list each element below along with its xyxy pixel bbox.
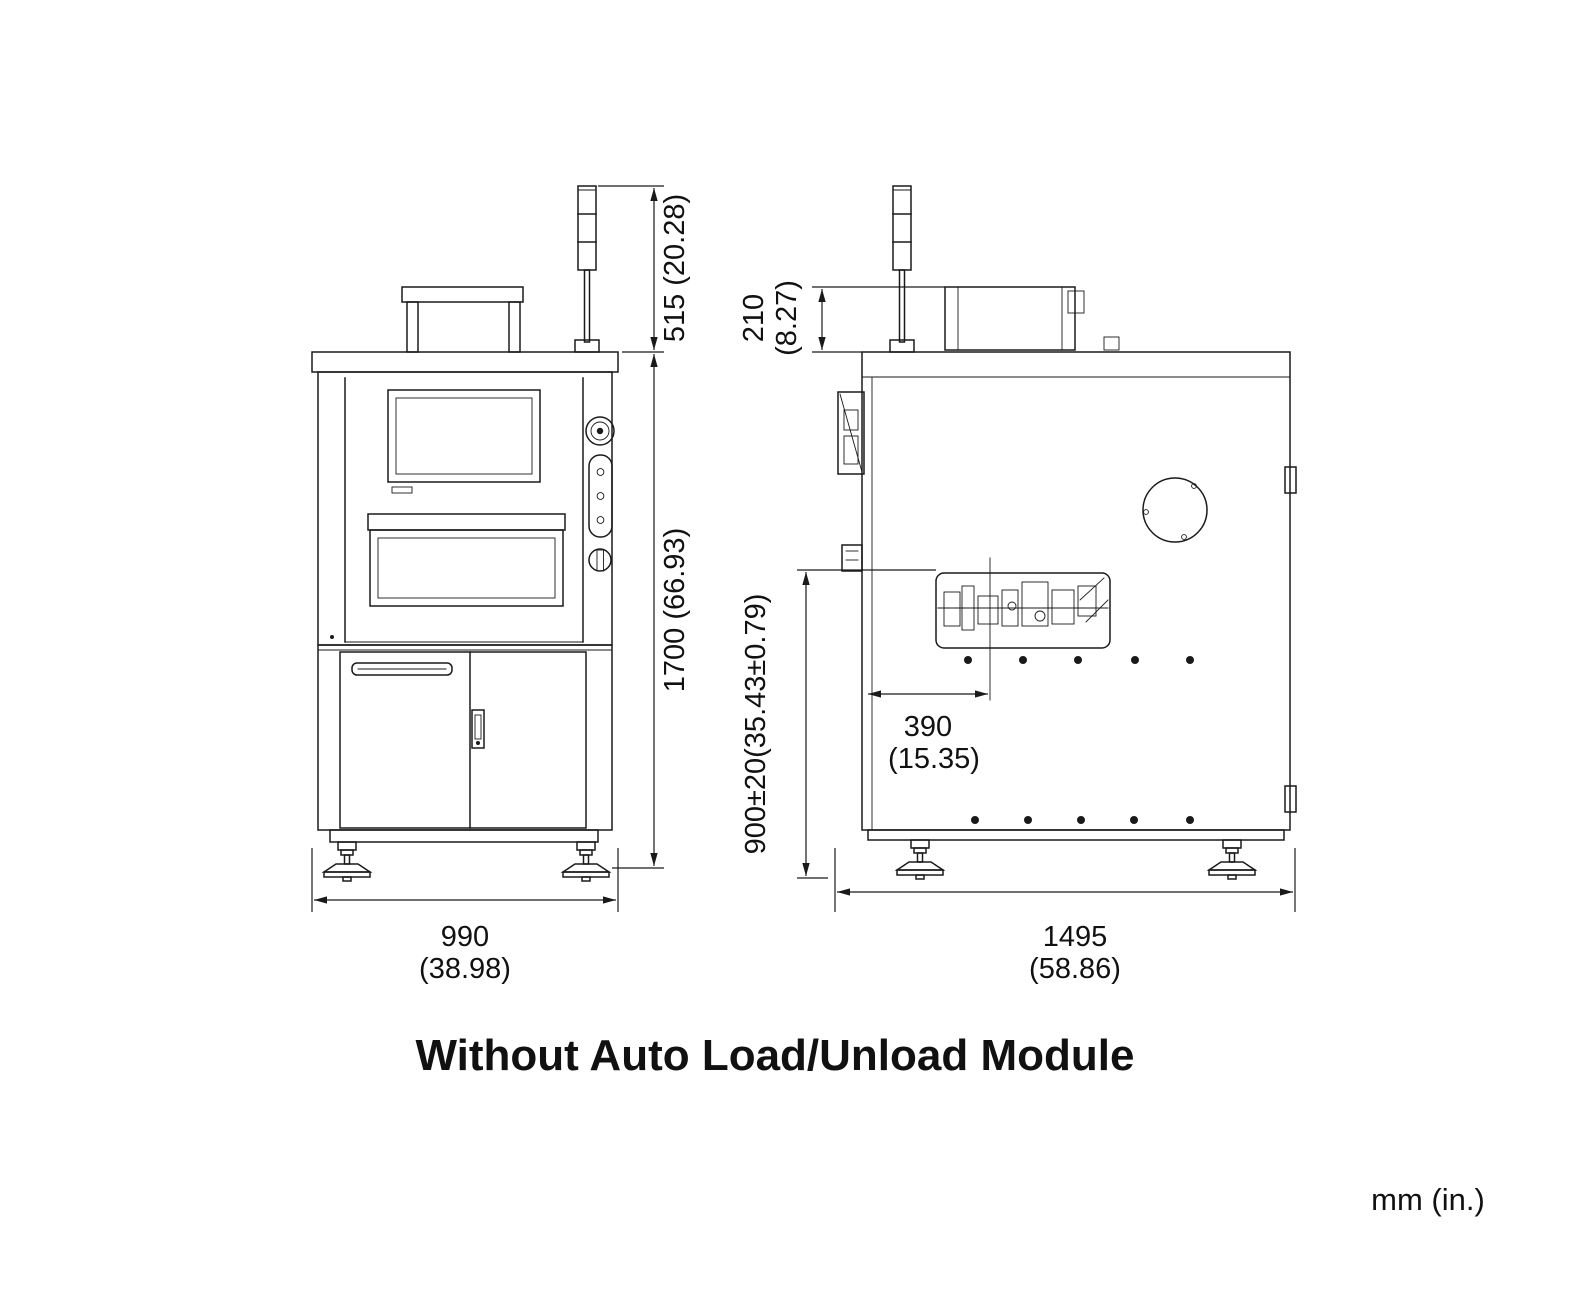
- units-note: mm (in.): [1371, 1182, 1485, 1217]
- side-top-box: [944, 286, 1120, 351]
- signal-tower-front: [574, 185, 600, 353]
- vent-hole: [1142, 477, 1208, 543]
- dim-515-label: 515 (20.28): [659, 194, 691, 342]
- side-foot-left: [896, 839, 944, 880]
- dim-210-label-in: (8.27): [771, 280, 803, 356]
- side-dimensions: 210 (8.27) 900±20(35.43±0.79) 390 (15.35…: [738, 280, 1296, 985]
- dim-1495-label-mm: 1495: [1043, 921, 1108, 953]
- dim-900-label: 900±20(35.43±0.79): [740, 594, 772, 855]
- dim-990-label-in: (38.98): [419, 953, 511, 985]
- side-view: [837, 185, 1297, 880]
- drawing-caption: Without Auto Load/Unload Module: [416, 1031, 1135, 1080]
- signal-tower-side: [889, 185, 915, 353]
- dim-210-label-mm: 210: [738, 294, 770, 342]
- front-screen: [387, 389, 541, 494]
- front-dimensions: 515 (20.28) 1700 (66.93) 990 (38.98): [311, 185, 691, 985]
- front-tray: [367, 513, 566, 607]
- side-left-brackets: [837, 391, 865, 572]
- dim-990-label-mm: 990: [441, 921, 489, 953]
- front-foot-left: [323, 841, 371, 882]
- front-base: [329, 829, 599, 843]
- front-upper-cabinet: [317, 371, 613, 646]
- bolt-row-upper: [964, 656, 1194, 664]
- side-foot-right: [1208, 839, 1256, 880]
- dim-1495-label-in: (58.86): [1029, 953, 1121, 985]
- key-switch: [588, 548, 612, 572]
- dim-1700-label: 1700 (66.93): [659, 528, 691, 692]
- dim-390-label-in: (15.35): [888, 743, 980, 775]
- side-right-hinges: [1284, 466, 1297, 813]
- right-door-lock: [471, 709, 485, 749]
- emergency-stop-button: [585, 416, 615, 446]
- top-fitting: [1103, 336, 1120, 351]
- front-control-panel: [585, 416, 615, 572]
- button-strip: [588, 454, 613, 538]
- left-door-handle: [351, 662, 453, 676]
- front-top-cap: [311, 351, 619, 373]
- dim-390-label-mm: 390: [904, 711, 952, 743]
- bolt-row-lower: [971, 816, 1194, 824]
- front-foot-right: [562, 841, 610, 882]
- front-view: [311, 185, 619, 882]
- top-handle: [401, 286, 524, 353]
- front-lower-cabinet: [317, 644, 613, 831]
- brand-label: [391, 486, 413, 494]
- mechanism-assembly: [935, 557, 1111, 701]
- side-base: [867, 829, 1285, 841]
